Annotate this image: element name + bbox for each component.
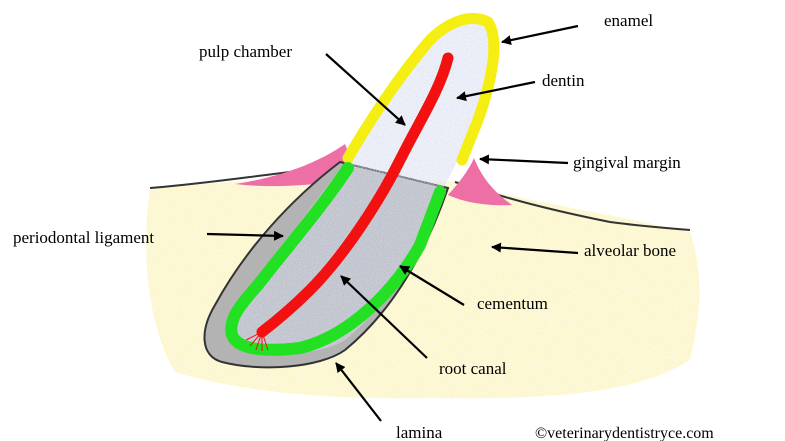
label-cementum: cementum	[477, 294, 548, 313]
arrow-enamel	[502, 26, 578, 42]
gingiva-right	[448, 158, 512, 205]
label-gingival-margin: gingival margin	[573, 153, 681, 172]
copyright-text: ©veterinarydentistryce.com	[535, 425, 714, 441]
label-enamel: enamel	[604, 11, 653, 30]
label-root-canal: root canal	[439, 359, 507, 378]
label-lamina: lamina	[396, 423, 443, 441]
label-pulp-chamber: pulp chamber	[199, 42, 292, 61]
label-periodontal-ligament: periodontal ligament	[13, 228, 154, 247]
label-dentin: dentin	[542, 71, 585, 90]
label-alveolar-bone: alveolar bone	[584, 241, 676, 260]
arrow-gingival-margin	[480, 159, 568, 163]
